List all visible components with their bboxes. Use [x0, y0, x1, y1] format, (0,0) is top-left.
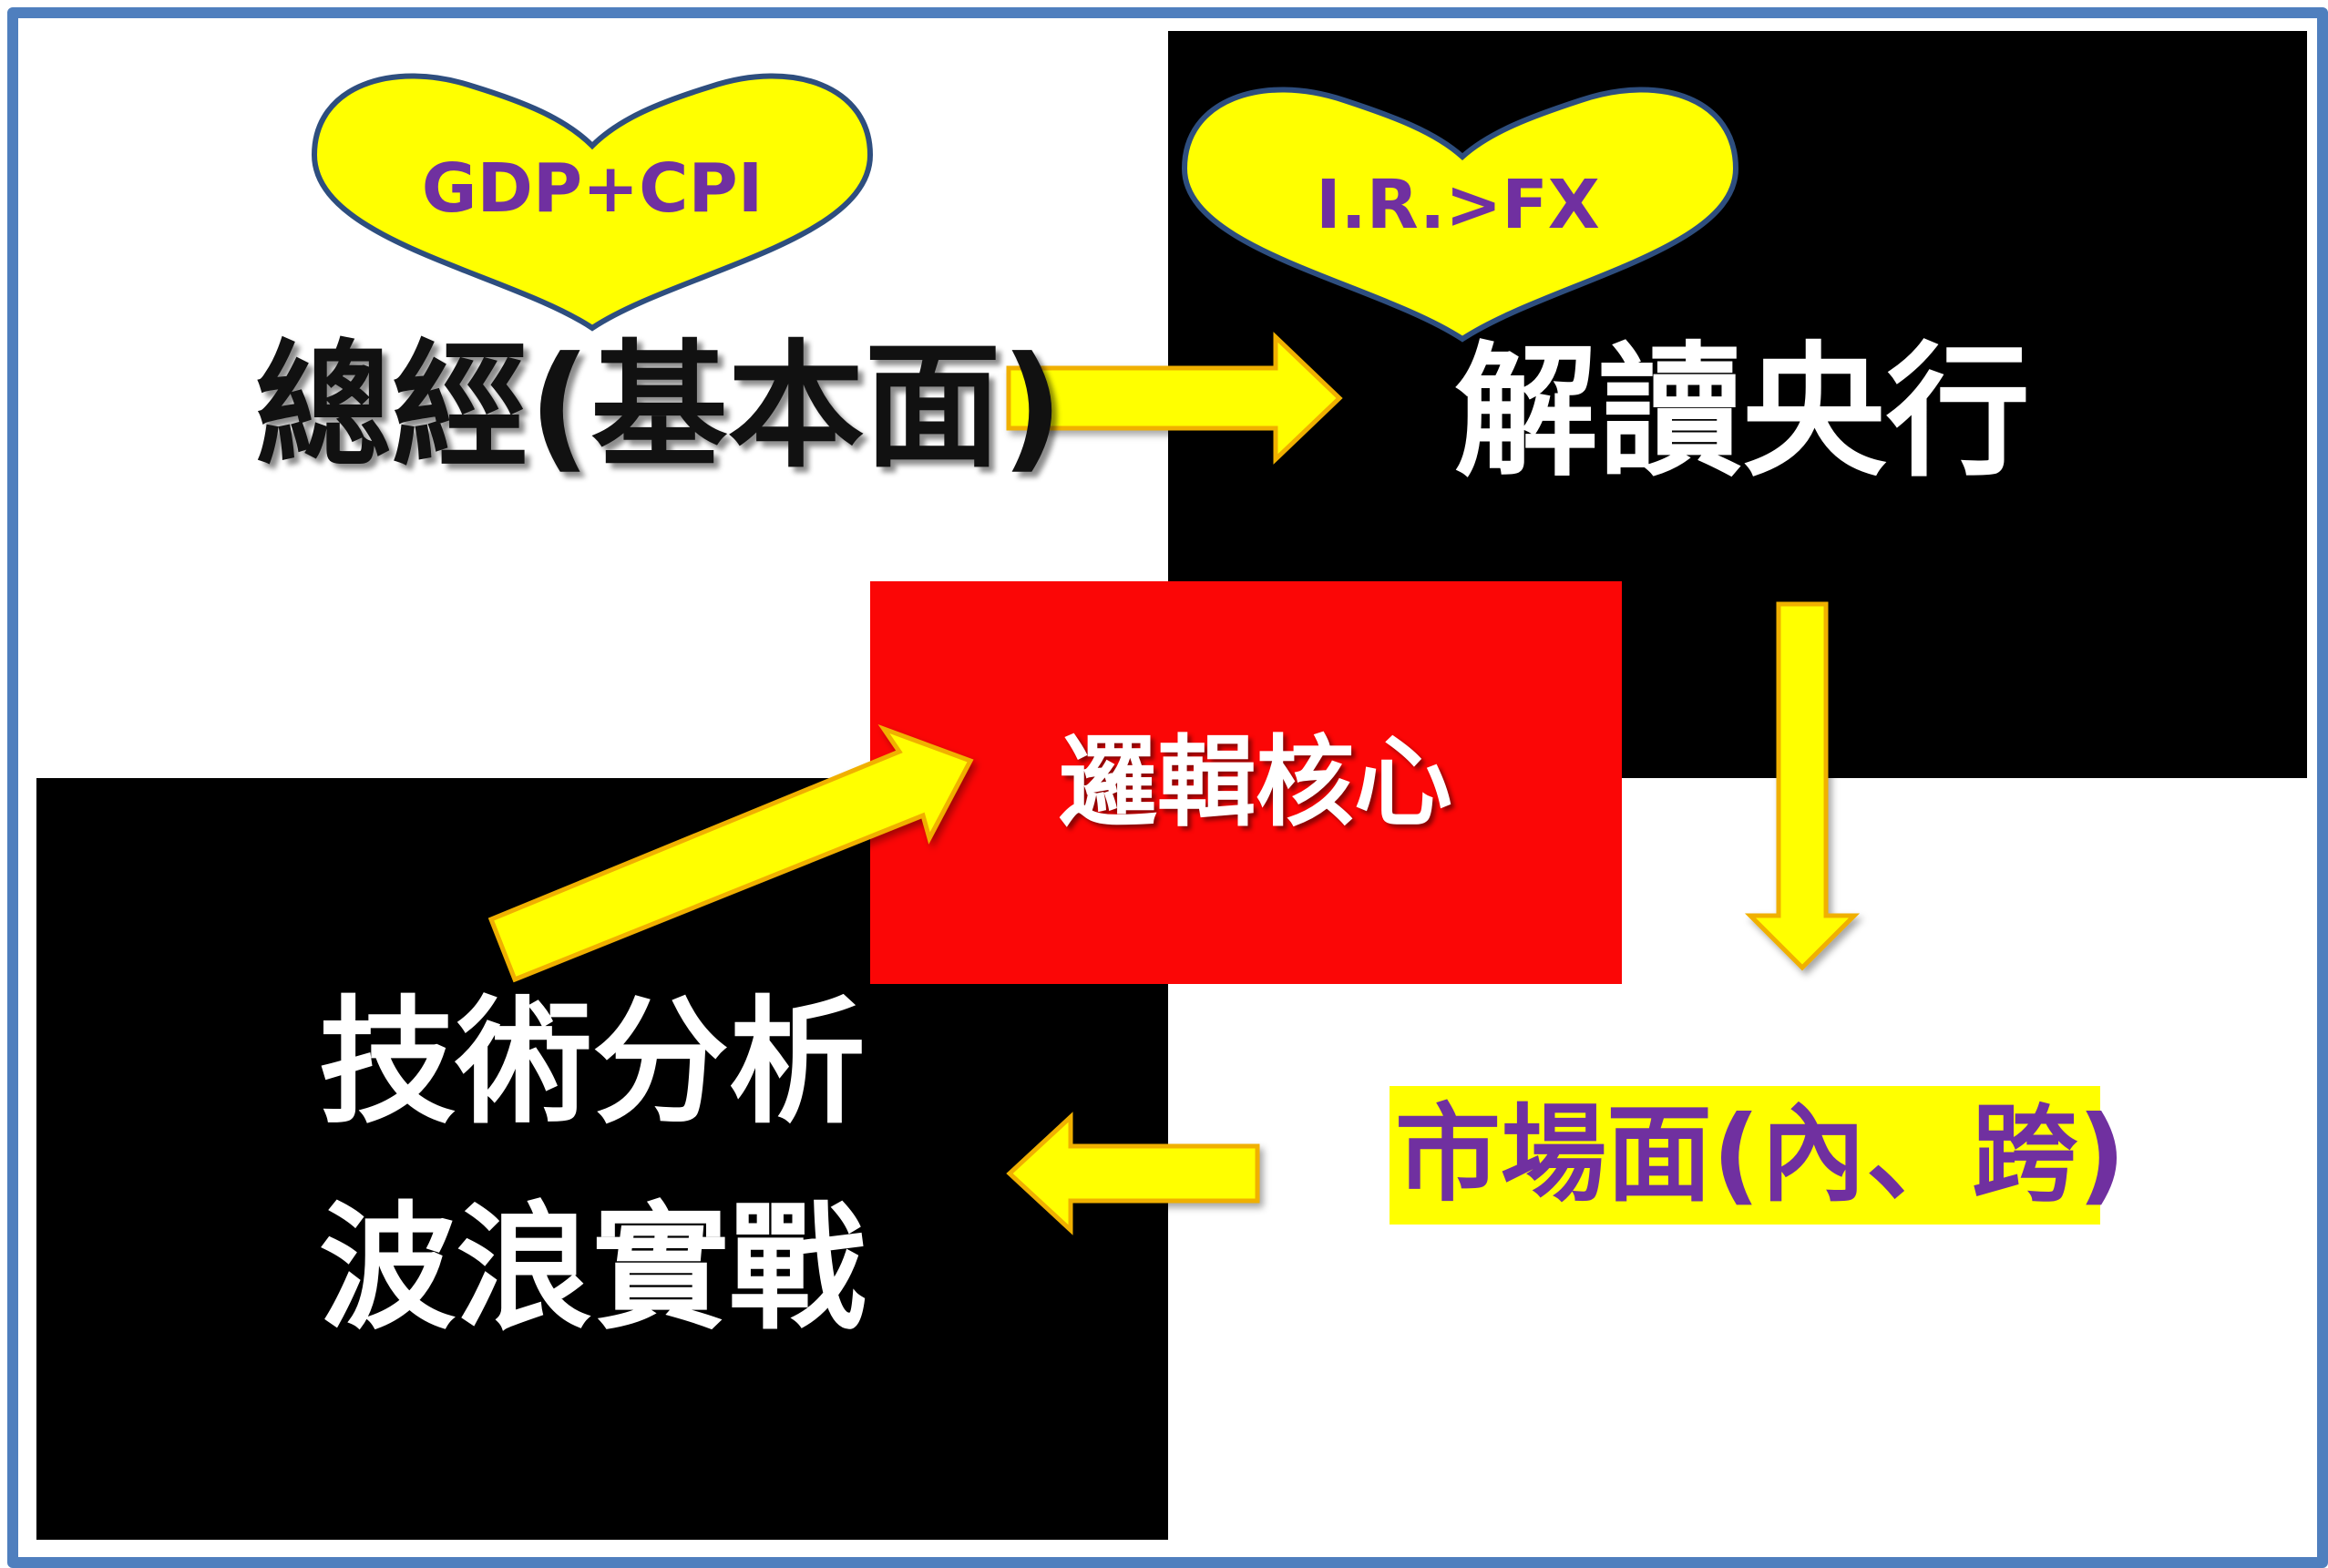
technical-analysis-label: 技術分析	[319, 984, 867, 1143]
logic-core-label: 邏輯核心	[1059, 726, 1453, 840]
logic-core-box	[870, 581, 1622, 984]
arrow-down	[1744, 601, 1861, 971]
heart-label-gdp-cpi: GDP+CPI	[421, 149, 764, 228]
arrow-left	[1006, 1112, 1260, 1235]
wave-practice-label: 波浪實戰	[319, 1190, 867, 1348]
arrow-diagonal	[487, 723, 974, 983]
macro-fundamentals-label: 總經(基本面)	[255, 328, 1064, 487]
heart-shape-ir	[1181, 87, 1739, 343]
arrow-right	[1006, 332, 1343, 465]
central-bank-label: 解讀央行	[1454, 329, 2030, 497]
market-label: 市場面(內、跨)	[1390, 1086, 2126, 1225]
heart-label-ir-fx: I.R.>FX	[1316, 166, 1600, 244]
heart-shape-gdp	[311, 73, 874, 332]
